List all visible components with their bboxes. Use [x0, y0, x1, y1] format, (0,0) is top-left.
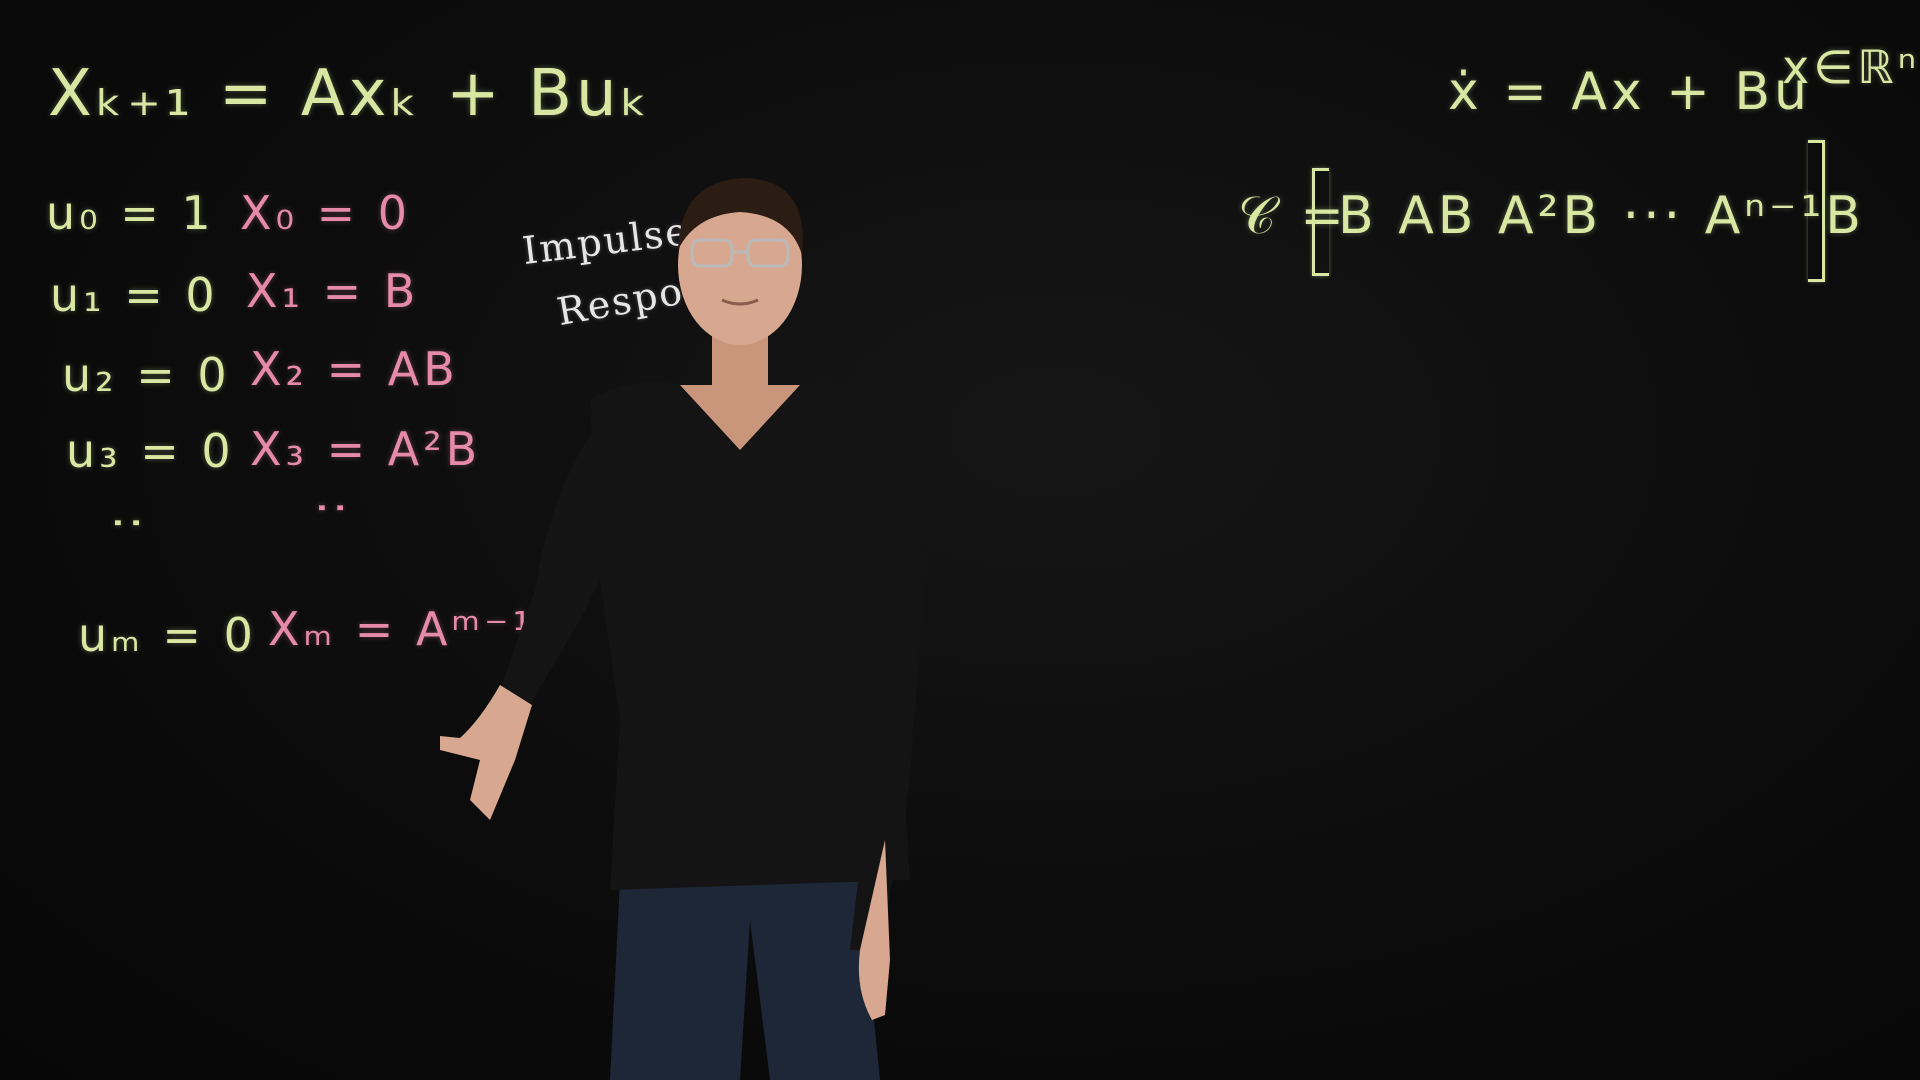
state-x2: X₂ = AB	[250, 342, 459, 396]
input-vdots: :	[104, 515, 158, 531]
lecturer-figure	[440, 178, 922, 1080]
input-u1: u₁ = 0	[50, 268, 219, 322]
state-space-definition: x∈ℝⁿ	[1782, 40, 1920, 94]
input-um: uₘ = 0	[78, 608, 257, 662]
controllability-label: 𝒞 =	[1238, 186, 1349, 246]
state-x1: X₁ = B	[246, 264, 420, 318]
input-u3: u₃ = 0	[66, 424, 235, 478]
input-u2: u₂ = 0	[62, 348, 231, 402]
state-x3: X₃ = A²B	[250, 422, 482, 476]
discrete-system-equation: Xₖ₊₁ = Axₖ + Buₖ	[48, 57, 652, 131]
input-u0: u₀ = 1	[46, 186, 215, 240]
state-x0: X₀ = 0	[240, 186, 412, 240]
state-vdots: :	[308, 500, 362, 516]
left-bracket	[1312, 168, 1329, 276]
controllability-entries: B AB A²B ··· Aⁿ⁻¹B	[1338, 186, 1865, 246]
continuous-system-equation: ẋ = Ax + Bu	[1448, 62, 1812, 122]
right-bracket	[1808, 140, 1825, 282]
